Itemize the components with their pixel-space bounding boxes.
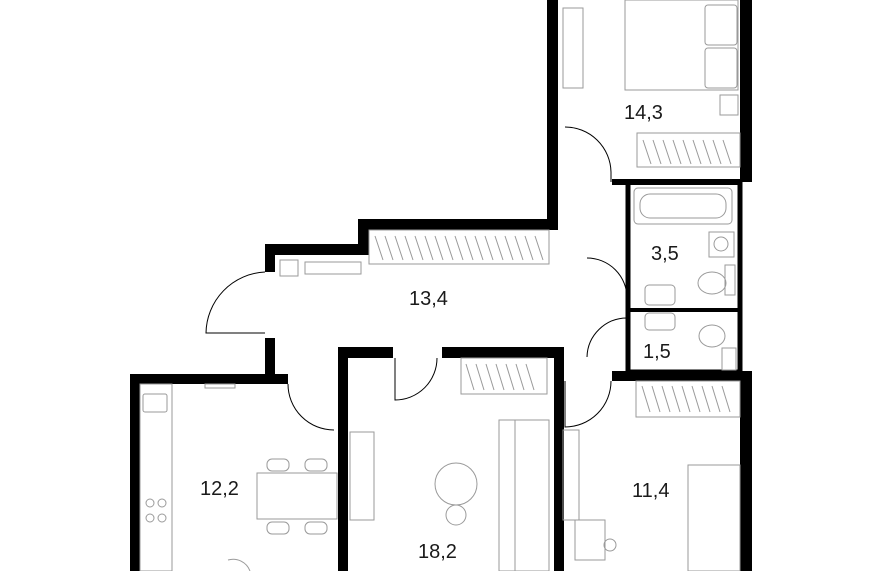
dining-table-icon xyxy=(256,472,338,520)
chair-icon xyxy=(304,458,328,472)
chair-icon xyxy=(304,521,328,535)
room-area-bedroom-right: 11,4 xyxy=(632,480,670,502)
hatch-lines xyxy=(374,139,732,413)
sink-icon xyxy=(644,284,676,306)
room-area-kitchen: 12,2 xyxy=(200,478,239,500)
toilet-icon xyxy=(697,271,727,295)
shaft-icon xyxy=(721,347,737,371)
coffee-table-icon xyxy=(434,462,478,506)
tv-stand-icon xyxy=(349,431,375,521)
walls xyxy=(130,0,752,571)
fixtures xyxy=(139,0,741,571)
desk-icon xyxy=(574,519,606,561)
pillow-icon xyxy=(704,47,738,89)
window-bedroom-right xyxy=(635,380,741,418)
desk-chair-icon xyxy=(603,538,617,552)
bed-icon xyxy=(687,464,741,571)
wall-segment xyxy=(265,244,369,255)
room-area-living-room: 18,2 xyxy=(418,541,457,563)
wall-segment xyxy=(130,374,288,384)
wall-segment xyxy=(265,338,275,378)
wall-segment xyxy=(442,347,562,358)
bathroom-door xyxy=(586,257,628,299)
bedroom-top-door xyxy=(564,126,612,182)
doors xyxy=(205,126,628,431)
wall-segment xyxy=(338,347,348,571)
wall-segment xyxy=(265,244,275,272)
wall-segment xyxy=(547,0,558,230)
pillow-icon xyxy=(704,4,738,46)
toilet-door xyxy=(586,317,628,358)
wall-segment xyxy=(130,374,140,571)
window-bedroom-top xyxy=(636,132,741,168)
bed-icon xyxy=(624,0,739,91)
living-door xyxy=(394,357,438,401)
wall-segment xyxy=(358,219,369,250)
entrance-door xyxy=(205,271,266,334)
wall-segment xyxy=(740,380,752,571)
wardrobe-bedroom-right xyxy=(562,429,580,521)
shoe-rack-icon xyxy=(304,261,362,275)
chair-icon xyxy=(266,521,290,535)
wall-segment xyxy=(338,347,393,358)
stove-icon xyxy=(145,498,167,523)
room-area-bedroom-top: 14,3 xyxy=(624,102,663,124)
bedroom-right-door xyxy=(564,380,612,428)
windows xyxy=(368,7,741,521)
sofa-back xyxy=(498,419,516,571)
door-swing xyxy=(227,558,251,571)
toilet-icon xyxy=(698,324,726,348)
window-hallway xyxy=(368,229,550,265)
room-area-bathroom: 3,5 xyxy=(651,243,679,265)
partitions xyxy=(612,179,743,375)
kitchen-cabinet-icon xyxy=(204,383,236,389)
window-living xyxy=(460,357,548,395)
toilet-tank-icon xyxy=(724,264,736,296)
wall-segment xyxy=(612,371,752,381)
washing-machine-drum xyxy=(713,236,729,252)
sink-icon xyxy=(644,312,676,331)
nightstand-icon xyxy=(719,94,739,116)
wall-segment xyxy=(554,347,564,571)
bathtub-icon xyxy=(633,187,733,225)
pouf-icon xyxy=(445,504,467,526)
wall-segment xyxy=(740,0,752,182)
bathtub-basin xyxy=(639,193,727,219)
cabinet-icon xyxy=(279,259,299,277)
chair-icon xyxy=(266,458,290,472)
kitchen-sink-icon xyxy=(142,393,168,413)
wall-segment xyxy=(358,219,558,230)
washing-machine-icon xyxy=(708,231,735,258)
sofa-icon xyxy=(498,419,550,571)
wardrobe-bedroom-top xyxy=(562,7,584,89)
room-area-hallway: 13,4 xyxy=(409,288,448,310)
room-area-toilet: 1,5 xyxy=(643,341,671,363)
kitchen-door xyxy=(287,383,335,431)
kitchen-counter-icon xyxy=(139,383,173,571)
